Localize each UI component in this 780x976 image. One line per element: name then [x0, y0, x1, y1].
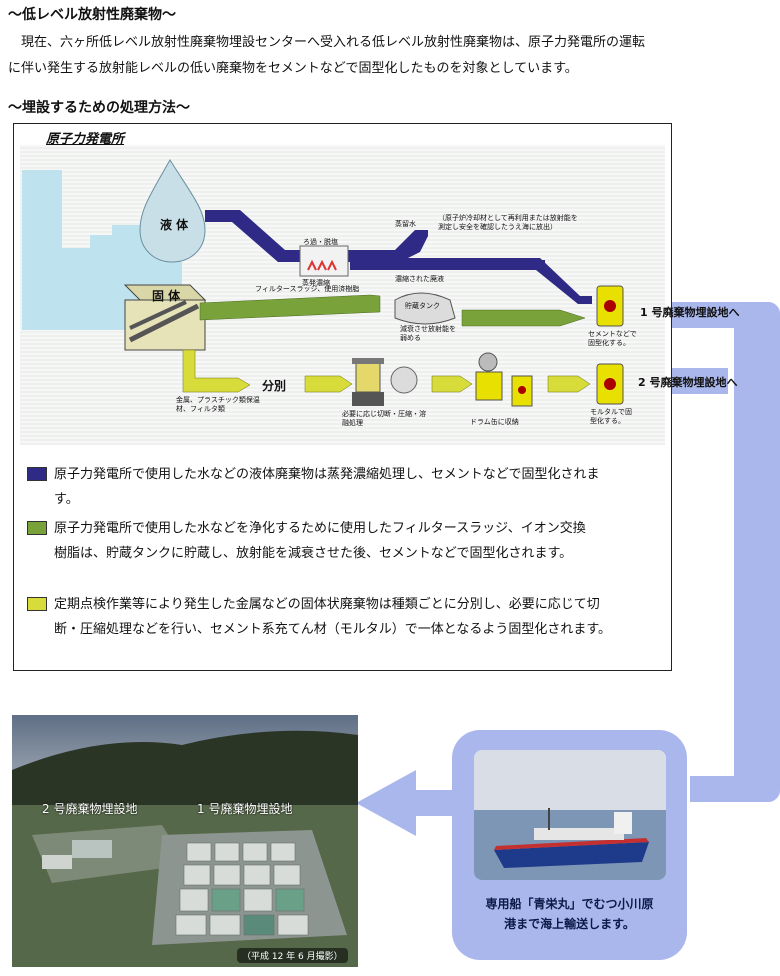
ship-illustration — [474, 750, 666, 880]
liquid-waste-path — [205, 210, 592, 304]
solid-label: 固 体 — [152, 289, 181, 303]
sorting-label: 分別 — [262, 379, 287, 393]
distilled-water-label: 蒸留水 — [395, 220, 416, 228]
filter-sludge-path — [199, 294, 586, 327]
liquid-drop-icon — [139, 159, 206, 263]
legend-line: 原子力発電所で使用した水などを浄化するために使用したフィルタースラッジ、イオン交… — [54, 521, 586, 536]
solid-waste-path — [182, 349, 591, 393]
aerial-photo-illustration — [12, 715, 358, 967]
mortar-note: モルタルで固型化する。 — [590, 408, 632, 425]
intro-text: 現在、六ヶ所低レベル放射性廃棄物埋設センターへ受入れる低レベル放射性廃棄物は、原… — [8, 30, 778, 82]
filter-dehumidify-label: ろ過・脱塩 — [303, 238, 338, 246]
compactor-icon — [352, 358, 418, 406]
legend-swatch-liquid — [27, 467, 47, 481]
legend-swatch-solid — [27, 597, 47, 611]
intro-line: に伴い発生する放射能レベルの低い廃棄物をセメントなどで固型化したものを対象として… — [8, 61, 578, 76]
ship-photo — [474, 750, 666, 880]
legend-line: す。 — [54, 492, 79, 507]
disposal2-label: 2 号廃棄物埋設地へ — [638, 376, 738, 389]
decay-note: 減衰させ放射能を弱める — [400, 325, 456, 342]
evaporator-icon — [299, 245, 349, 277]
disposal1-label: 1 号廃棄物埋設地へ — [640, 306, 740, 319]
plant-label: 原子力発電所 — [46, 132, 125, 147]
photo-date: （平成 12 年 6 月撮影） — [237, 948, 348, 963]
legend-item-liquid: 原子力発電所で使用した水などの液体廃棄物は蒸発濃縮処理し、セメントなどで固型化さ… — [27, 462, 667, 512]
cement-note: セメントなどで固型化する。 — [588, 330, 637, 347]
drum-icon — [596, 363, 624, 405]
discharge-note: （原子炉冷却材として再利用または放射能を測定し安全を確認したうえ海に放出） — [438, 214, 578, 231]
section-heading-process: ～埋設するための処理方法～ — [8, 100, 190, 116]
filter-sludge-label: フィルタースラッジ、使用済樹脂 — [255, 285, 360, 293]
legend-swatch-filter — [27, 521, 47, 535]
solid-waste-box-icon — [123, 284, 207, 351]
route-arrowhead — [356, 770, 416, 836]
drum-icon — [596, 285, 624, 327]
liquid-label: 液 体 — [160, 218, 189, 232]
storage-tank-label: 貯蔵タンク — [405, 302, 440, 310]
concentrated-waste-label: 濃縮された廃液 — [395, 275, 444, 283]
disposal-site-photo: 2 号廃棄物埋設地 1 号廃棄物埋設地 （平成 12 年 6 月撮影） — [12, 715, 358, 967]
storage-tank-icon — [394, 292, 456, 325]
legend-line: 原子力発電所で使用した水などの液体廃棄物は蒸発濃縮処理し、セメントなどで固型化さ… — [54, 467, 600, 482]
metal-note: 金属、プラスチック類保温材、フィルタ類 — [176, 396, 260, 413]
ship-card: 専用船「青栄丸」でむつ小川原 港まで海上輸送します。 — [452, 730, 687, 960]
site2-label: 2 号廃棄物埋設地 — [42, 802, 138, 816]
ship-caption-line: 専用船「青栄丸」でむつ小川原 — [485, 897, 654, 911]
ship-caption: 専用船「青栄丸」でむつ小川原 港まで海上輸送します。 — [452, 894, 687, 934]
drum-note: ドラム缶に収納 — [470, 418, 519, 426]
legend-line: 定期点検作業等により発生した金属などの固体状廃棄物は種類ごとに分別し、必要に応じ… — [54, 597, 600, 612]
evaporator-label: 蒸発濃縮 — [302, 279, 330, 287]
drum-filling-icon — [475, 352, 533, 407]
site1-label: 1 号廃棄物埋設地 — [197, 802, 293, 816]
legend-line: 樹脂は、貯蔵タンクに貯蔵し、放射能を減衰させた後、セメントなどで固型化されます。 — [54, 546, 573, 561]
legend-item-solid: 定期点検作業等により発生した金属などの固体状廃棄物は種類ごとに分別し、必要に応じ… — [27, 592, 667, 642]
section-heading-llw: ～低レベル放射性廃棄物～ — [8, 7, 176, 23]
process-note: 必要に応じ切断・圧縮・溶融処理 — [342, 410, 426, 427]
intro-line: 現在、六ヶ所低レベル放射性廃棄物埋設センターへ受入れる低レベル放射性廃棄物は、原… — [8, 35, 646, 50]
ship-caption-line: 港まで海上輸送します。 — [504, 917, 635, 931]
legend-item-filter: 原子力発電所で使用した水などを浄化するために使用したフィルタースラッジ、イオン交… — [27, 516, 667, 566]
legend-line: 断・圧縮処理などを行い、セメント系充てん材（モルタル）で一体となるよう固型化され… — [54, 622, 612, 637]
